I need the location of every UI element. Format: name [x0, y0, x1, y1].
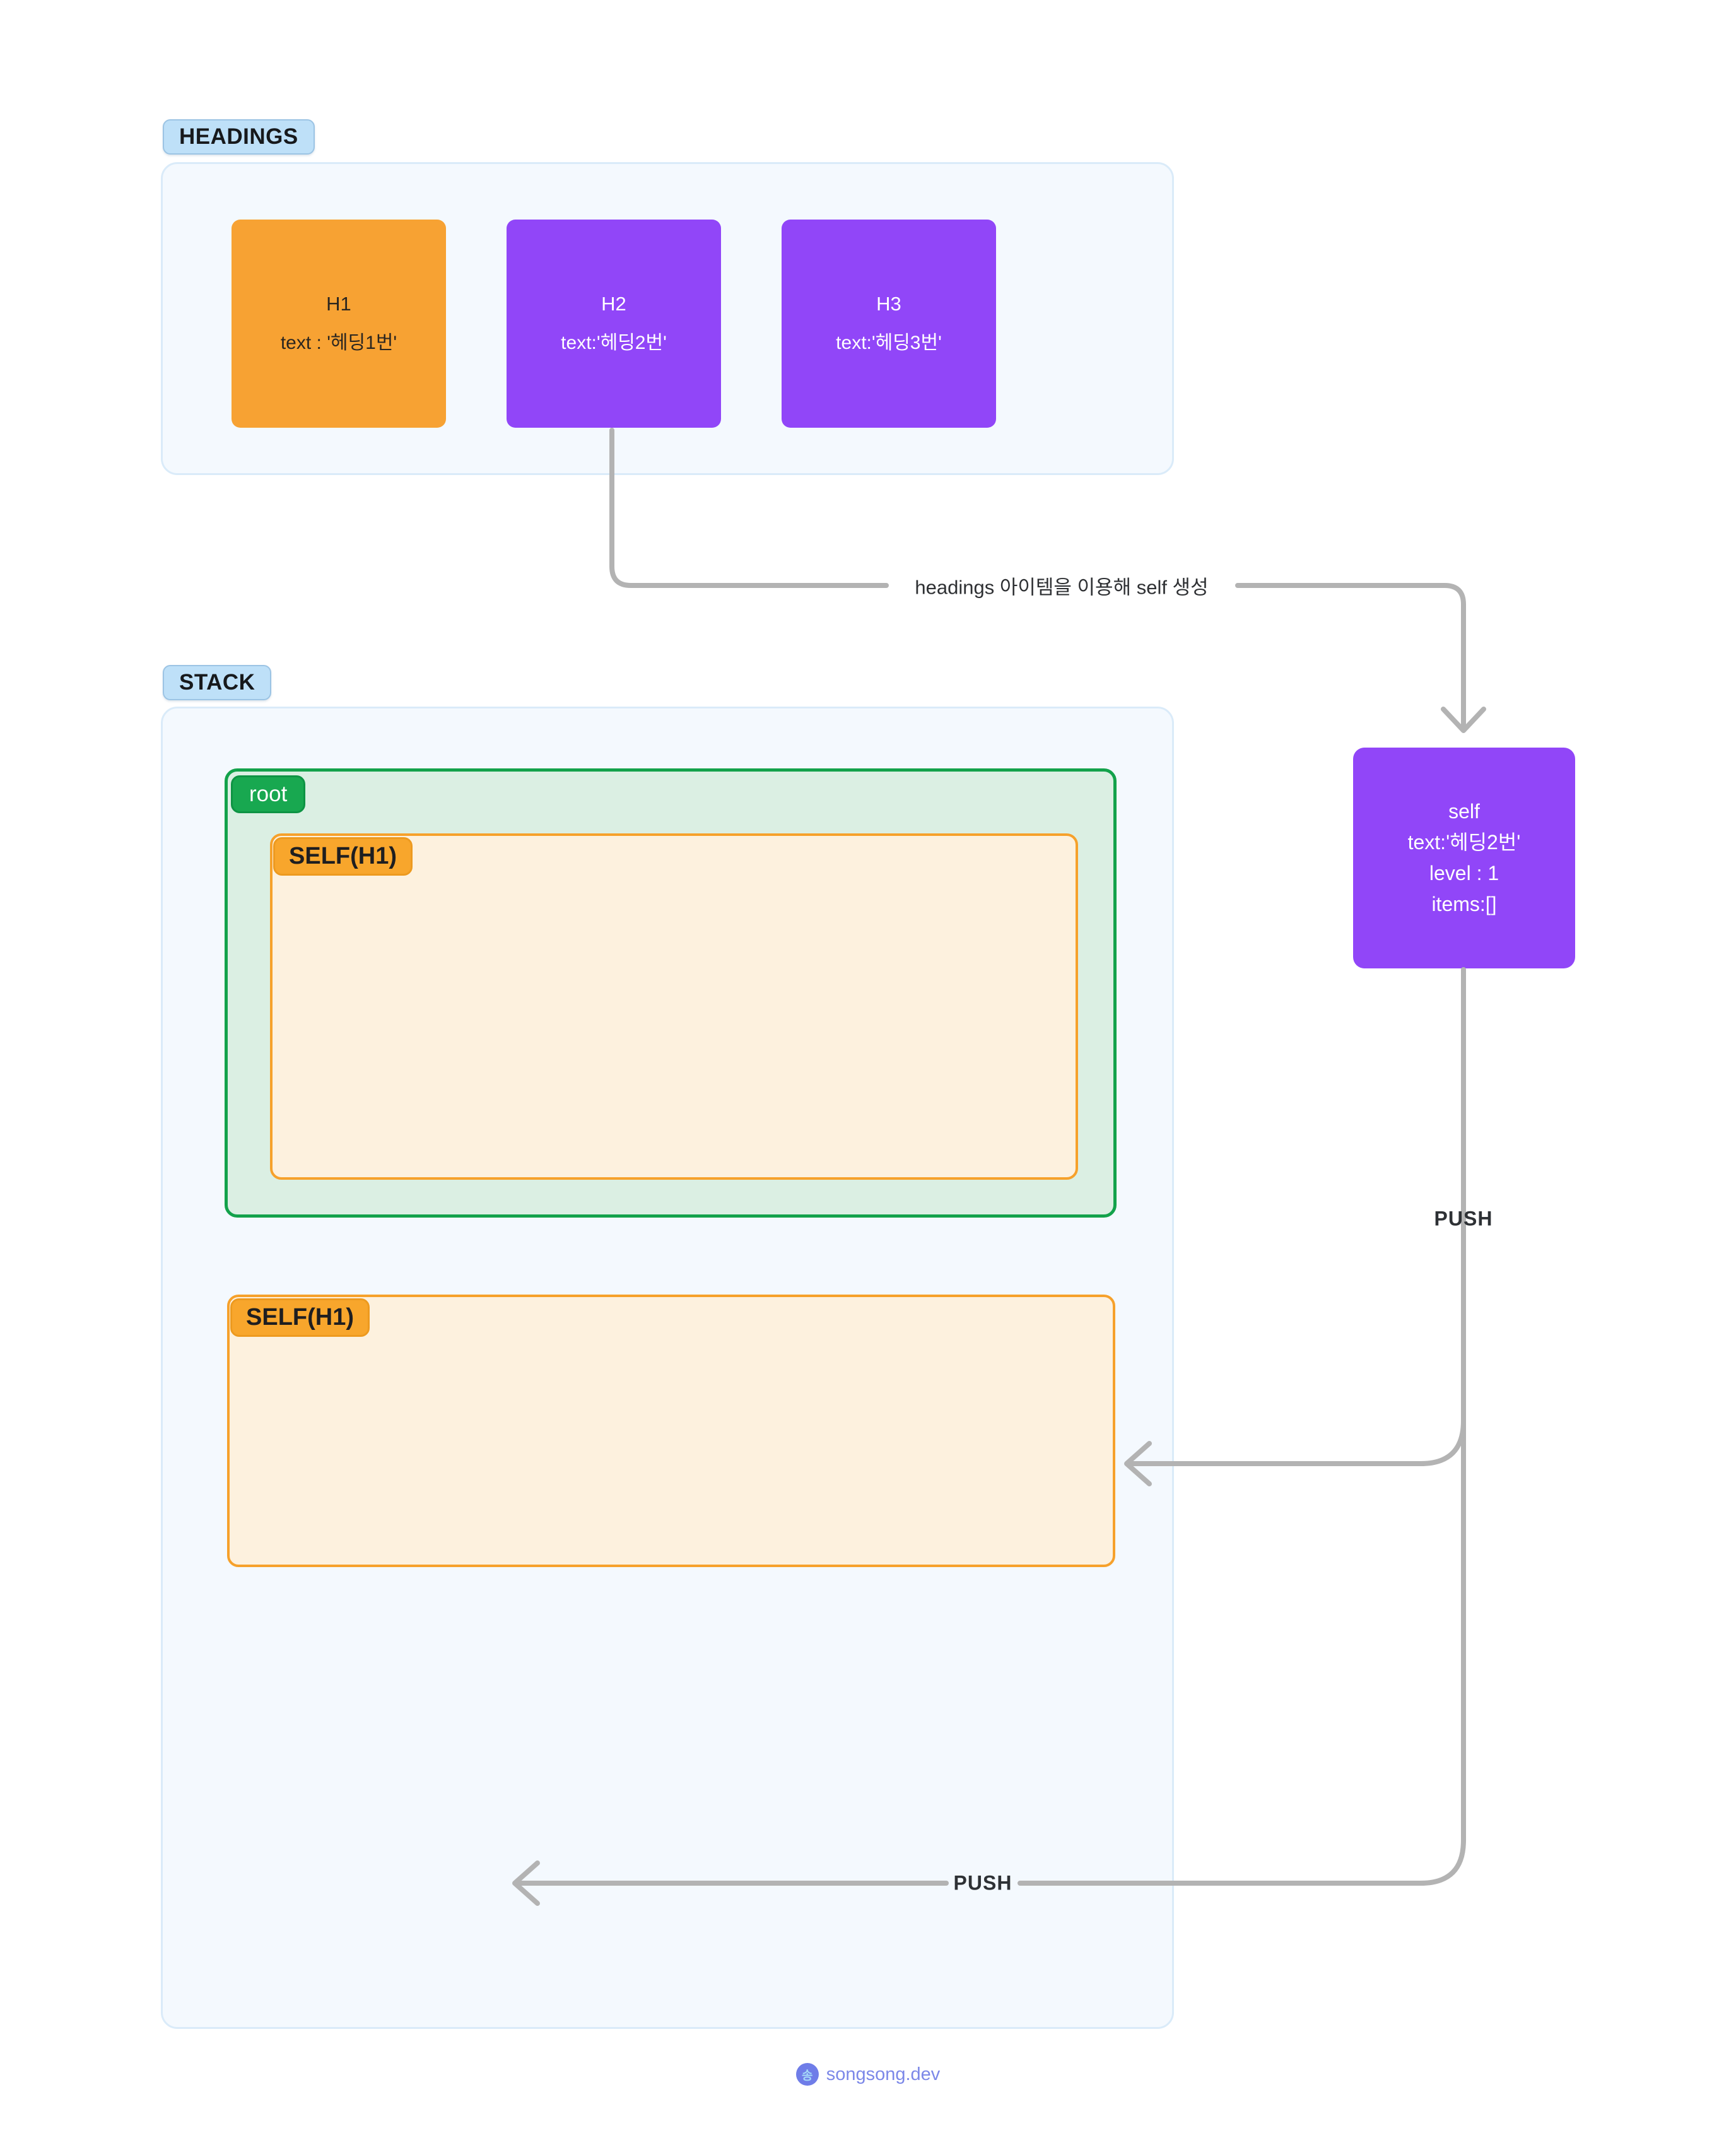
- heading-card-title: H3: [876, 293, 901, 315]
- headings-label: HEADINGS: [163, 119, 315, 155]
- self-node-line: items:[]: [1431, 893, 1497, 915]
- stack-label: STACK: [163, 665, 272, 700]
- heading-card-subtitle: text:'헤딩2번': [561, 332, 667, 353]
- root-badge: root: [231, 775, 306, 813]
- footer-brand: songsong.dev: [826, 2064, 941, 2084]
- arrowhead-down-icon: [1441, 707, 1486, 733]
- connector-push-into-selfbox: [1127, 1418, 1466, 1466]
- root-frame: root SELF(H1): [225, 768, 1117, 1218]
- heading-card-subtitle: text:'헤딩3번': [836, 332, 942, 353]
- connector-h2-to-self-2: [1235, 583, 1466, 729]
- self-node-line: level : 1: [1429, 862, 1499, 884]
- heading-card-h1: H1 text : '헤딩1번': [232, 220, 446, 428]
- heading-card-h3: H3 text:'헤딩3번': [782, 220, 996, 428]
- self-h1-frame: SELF(H1): [227, 1295, 1115, 1567]
- create-self-annotation: headings 아이템을 이용해 self 생성: [915, 576, 1209, 599]
- heading-card-subtitle: text : '헤딩1번': [280, 332, 397, 353]
- push-label-bottom: PUSH: [953, 1871, 1012, 1895]
- stack-panel: root SELF(H1) SELF(H1): [161, 707, 1174, 2029]
- self-h1-badge: SELF(H1): [230, 1298, 370, 1337]
- push-label-right: PUSH: [1434, 1207, 1493, 1230]
- heading-card-h2: H2 text:'헤딩2번': [507, 220, 721, 428]
- self-h1-badge: SELF(H1): [273, 837, 413, 876]
- footer: 송 songsong.dev: [0, 2063, 1736, 2086]
- headings-panel: H1 text : '헤딩1번' H2 text:'헤딩2번' H3 text:…: [161, 162, 1174, 475]
- self-node-line: text:'헤딩2번': [1407, 831, 1521, 854]
- heading-card-title: H2: [601, 293, 626, 315]
- self-node: self text:'헤딩2번' level : 1 items:[]: [1353, 748, 1575, 968]
- songsong-logo-icon: 송: [795, 2063, 819, 2086]
- heading-card-title: H1: [326, 293, 351, 315]
- self-h1-frame-in-root: SELF(H1): [270, 833, 1078, 1180]
- self-node-line: self: [1448, 800, 1480, 823]
